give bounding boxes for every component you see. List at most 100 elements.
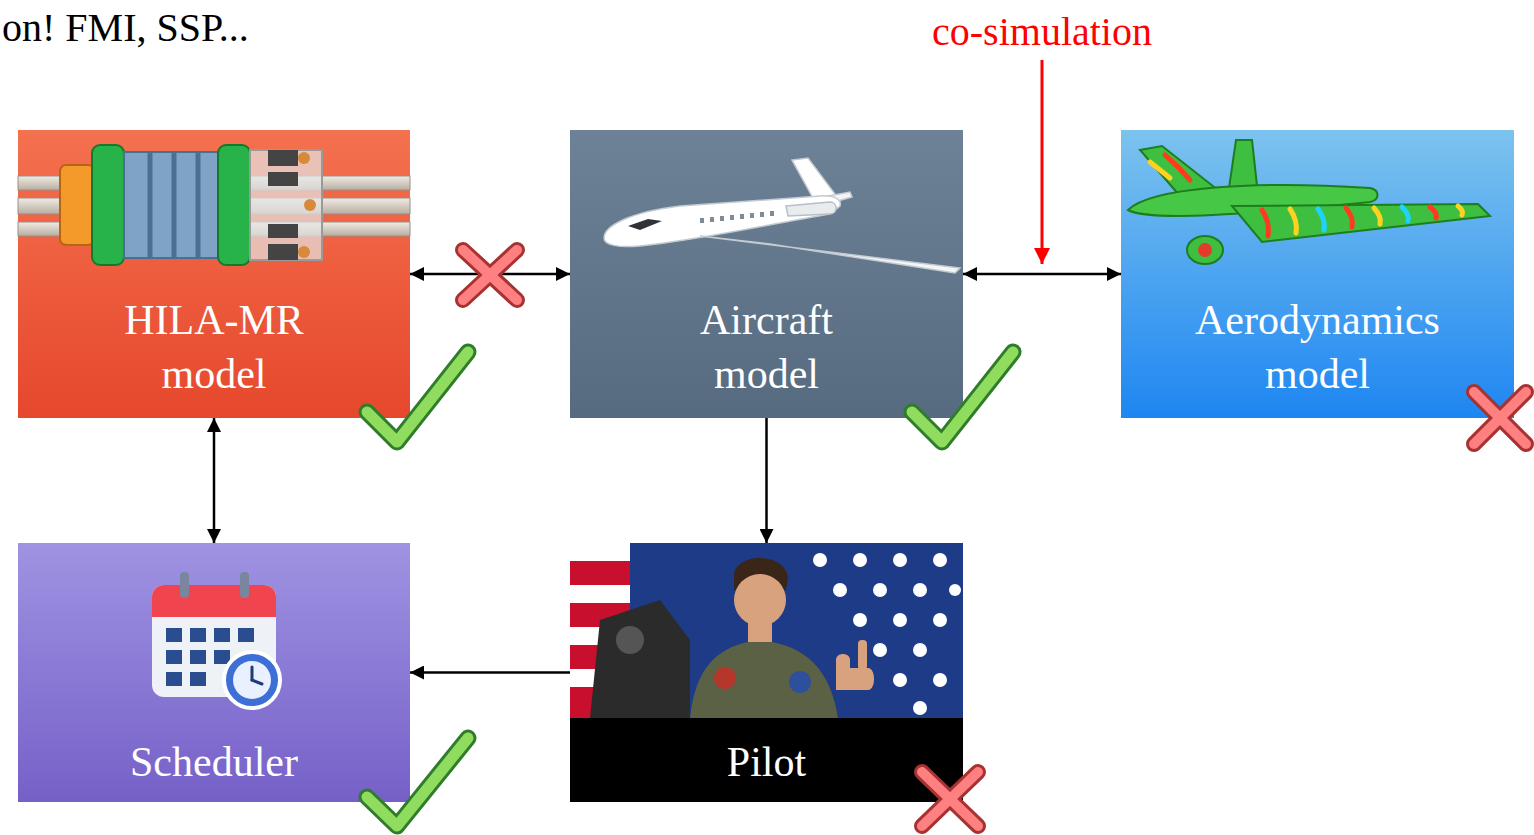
calendar-icon [152, 585, 276, 697]
flag-stars [933, 673, 947, 687]
node-label: Aircraft model [657, 293, 877, 402]
node-label: Pilot [727, 735, 806, 790]
co-simulation-pointer [1041, 60, 1044, 264]
model-box: Aerodynamics model [1121, 130, 1514, 418]
pressure-streaks [1150, 162, 1170, 178]
calendar-icon [251, 667, 254, 680]
aircraft-illustration [786, 202, 836, 216]
check-mark [367, 352, 468, 442]
cross-mark [922, 772, 978, 826]
hila-mr-illustration [92, 145, 124, 265]
calendar-icon [152, 602, 276, 617]
pilot-photo [570, 543, 963, 718]
hila-mr-illustration [124, 152, 220, 258]
flag-stars [933, 613, 947, 627]
pilot-photo [734, 558, 788, 590]
pilot-photo [734, 574, 786, 626]
connector-arrow [213, 418, 216, 543]
pilot-photo [789, 671, 811, 693]
flag-stars [813, 553, 961, 715]
hila-mr-illustration [268, 172, 298, 186]
check-mark [912, 352, 1013, 442]
calendar-icon [152, 585, 276, 617]
hila-mr-illustration [268, 244, 298, 260]
aerodynamics-illustration [1128, 140, 1490, 264]
flag-stars [893, 553, 907, 567]
cabin-windows [700, 218, 704, 223]
calendar-grid [238, 628, 254, 642]
slide-heading-fragment: on! FMI, SSP... [2, 4, 249, 52]
calendar-grid [214, 650, 230, 664]
cross-mark [463, 250, 517, 300]
aerodynamics-illustration [1128, 185, 1378, 216]
calendar-icon [240, 572, 249, 598]
connector-arrow [410, 273, 570, 276]
aerodynamics-illustration [1228, 140, 1258, 195]
pilot-photo-box: Pilot [570, 543, 963, 802]
cross-mark [922, 772, 978, 826]
hila-mr-illustration [60, 165, 94, 245]
flag-stars [813, 553, 827, 567]
flag-stars [893, 673, 907, 687]
calendar-grid [166, 650, 182, 664]
check-mark [367, 352, 468, 442]
calendar-icon [233, 661, 271, 699]
callout-label: co-simulation [932, 8, 1152, 56]
pilot-photo [748, 622, 772, 642]
pressure-streaks [1165, 155, 1190, 180]
cross-mark [463, 250, 517, 300]
hila-mr-illustration [18, 145, 410, 265]
hila-mr-illustration [298, 246, 310, 258]
aerodynamics-illustration [1140, 146, 1218, 196]
aerodynamics-illustration [1232, 204, 1490, 242]
flag-stars [913, 643, 927, 657]
hila-mr-illustration [196, 152, 201, 258]
flag-stars [853, 553, 867, 567]
cabin-windows [770, 211, 774, 216]
cross-mark [1474, 392, 1526, 444]
hila-mr-illustration [172, 152, 177, 258]
cross-mark [922, 772, 978, 826]
cross-mark [463, 250, 517, 300]
hila-mr-illustration [298, 152, 310, 164]
pressure-streaks [1262, 210, 1268, 236]
node-label: Aerodynamics model [1173, 293, 1463, 402]
check-mark [367, 352, 468, 442]
aerodynamics-illustration [1187, 236, 1223, 264]
calendar-grid [166, 628, 254, 686]
hila-mr-illustration [18, 176, 410, 190]
hila-mr-illustration [268, 224, 298, 238]
flag-stars [873, 643, 887, 657]
aircraft-illustration [628, 219, 662, 230]
cross-mark [1474, 392, 1526, 444]
pressure-streaks [1430, 207, 1436, 218]
check-mark [367, 738, 468, 826]
connector-arrow [765, 418, 768, 543]
pilot-photo [714, 667, 736, 689]
flag-stars [833, 583, 847, 597]
calendar-icon [180, 572, 189, 598]
hila-mr-illustration [304, 199, 316, 211]
check-mark [367, 738, 468, 826]
connector-arrow [963, 273, 1121, 276]
pressure-streaks [1374, 208, 1380, 224]
cross-mark [463, 250, 517, 300]
aircraft-illustration [792, 158, 838, 200]
hila-mr-illustration [148, 152, 153, 258]
check-mark [367, 738, 468, 826]
cabin-windows [730, 215, 734, 220]
calendar-grid [190, 650, 206, 664]
flag-stars [893, 613, 907, 627]
hila-mr-illustration [218, 145, 250, 265]
check-mark [912, 352, 1013, 442]
flag-stars [853, 613, 867, 627]
pilot-photo [858, 640, 867, 670]
cross-mark [922, 772, 978, 826]
hila-mr-illustration [18, 222, 410, 236]
cabin-windows [750, 213, 754, 218]
cross-mark [1474, 392, 1526, 444]
aircraft-illustration [604, 196, 840, 247]
connector-arrow [410, 671, 570, 674]
